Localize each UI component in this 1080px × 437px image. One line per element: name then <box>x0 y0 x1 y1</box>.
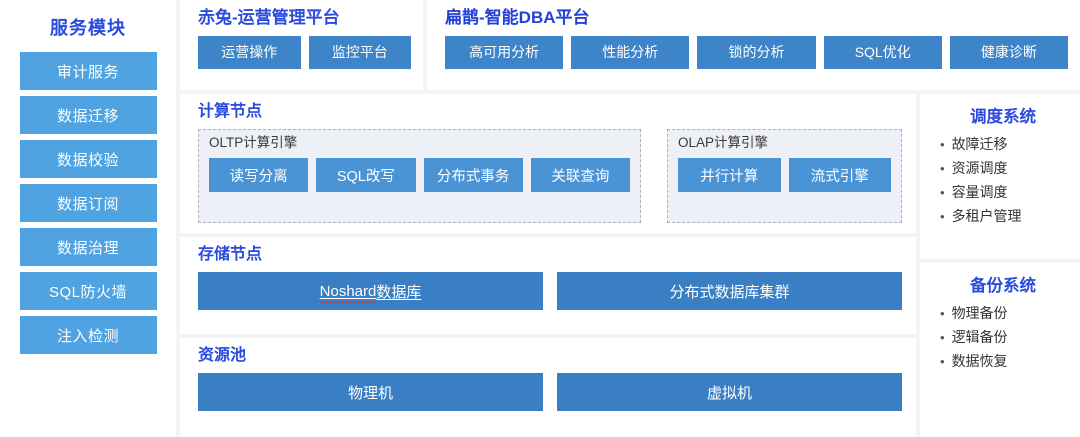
platform-row: 赤兔-运营管理平台 运营操作 监控平台 扁鹊-智能DBA平台 高可用分析 性能分… <box>180 0 1080 90</box>
list-item-label: 资源调度 <box>951 160 1008 177</box>
sidebar-item-data-subscription[interactable]: 数据订阅 <box>19 184 157 222</box>
bullet-icon: • <box>940 330 945 346</box>
list-item-label: 多租户管理 <box>951 208 1022 225</box>
list-item-label: 容量调度 <box>951 184 1008 201</box>
resource-pool-title: 资源池 <box>198 347 247 364</box>
bar-physical-machine[interactable]: 物理机 <box>198 373 543 412</box>
olap-engine-label: OLAP计算引擎 <box>678 135 769 151</box>
platform-panel-bianque: 扁鹊-智能DBA平台 高可用分析 性能分析 锁的分析 SQL优化 健康诊断 <box>427 0 1080 90</box>
sidebar-item-audit-service[interactable]: 审计服务 <box>19 52 157 90</box>
chip-read-write-splitting[interactable]: 读写分离 <box>209 158 309 193</box>
service-module-sidebar: 服务模块 审计服务 数据迁移 数据校验 数据订阅 数据治理 SQL防火墙 注入检… <box>0 0 176 437</box>
chip-sql-rewrite[interactable]: SQL改写 <box>316 158 416 193</box>
noshard-suffix: 数据库 <box>376 283 422 301</box>
list-item-label: 物理备份 <box>951 305 1008 322</box>
chip-lock-analysis[interactable]: 锁的分析 <box>697 35 816 69</box>
compute-node-section: 计算节点 OLTP计算引擎 读写分离 SQL改写 分布式事务 关联查询 <box>180 94 916 233</box>
list-item-data-recovery: • 数据恢复 <box>940 353 1070 369</box>
sidebar-item-injection-detection[interactable]: 注入检测 <box>19 316 157 354</box>
main-area: 赤兔-运营管理平台 运营操作 监控平台 扁鹊-智能DBA平台 高可用分析 性能分… <box>180 0 1080 437</box>
resource-pool-section: 资源池 物理机 虚拟机 <box>180 338 916 437</box>
platform-chip-row-bianque: 高可用分析 性能分析 锁的分析 SQL优化 健康诊断 <box>445 35 1069 69</box>
list-item-physical-backup: • 物理备份 <box>940 305 1070 321</box>
olap-engine-box: OLAP计算引擎 并行计算 流式引擎 <box>667 129 902 223</box>
bullet-icon: • <box>940 354 945 370</box>
storage-node-title: 存储节点 <box>198 246 263 263</box>
chip-health-diagnosis[interactable]: 健康诊断 <box>949 35 1069 69</box>
backup-system-list: • 物理备份 • 逻辑备份 • 数据恢复 <box>936 305 1070 369</box>
sidebar-item-data-governance[interactable]: 数据治理 <box>19 228 157 266</box>
backup-system-title: 备份系统 <box>970 277 1036 295</box>
platform-panel-chitu: 赤兔-运营管理平台 运营操作 监控平台 <box>180 0 423 90</box>
list-item-multi-tenant-management: • 多租户管理 <box>940 208 1070 224</box>
list-item-logical-backup: • 逻辑备份 <box>940 329 1070 345</box>
center-stack: 计算节点 OLTP计算引擎 读写分离 SQL改写 分布式事务 关联查询 <box>180 94 916 437</box>
bar-virtual-machine[interactable]: 虚拟机 <box>557 373 902 412</box>
chip-monitoring-platform[interactable]: 监控平台 <box>308 35 411 69</box>
platform-chip-row-chitu: 运营操作 监控平台 <box>198 35 411 69</box>
bullet-icon: • <box>940 161 945 177</box>
resource-bar-row: 物理机 虚拟机 <box>198 373 902 427</box>
list-item-label: 逻辑备份 <box>951 329 1008 346</box>
sidebar-item-sql-firewall[interactable]: SQL防火墙 <box>19 272 157 310</box>
list-item-label: 故障迁移 <box>951 136 1008 153</box>
oltp-engine-label: OLTP计算引擎 <box>209 135 298 151</box>
oltp-engine-box: OLTP计算引擎 读写分离 SQL改写 分布式事务 关联查询 <box>198 129 641 223</box>
chip-operation-ops[interactable]: 运营操作 <box>198 35 301 69</box>
bar-distributed-database-cluster[interactable]: 分布式数据库集群 <box>557 272 902 311</box>
oltp-engine-chips: 读写分离 SQL改写 分布式事务 关联查询 <box>209 158 630 212</box>
chip-performance-analysis[interactable]: 性能分析 <box>571 35 690 69</box>
chip-distributed-transaction[interactable]: 分布式事务 <box>423 158 523 193</box>
list-item-label: 数据恢复 <box>951 353 1008 370</box>
chip-parallel-computing[interactable]: 并行计算 <box>678 158 781 193</box>
list-item-resource-scheduling: • 资源调度 <box>940 160 1070 176</box>
chip-join-query[interactable]: 关联查询 <box>530 158 630 193</box>
scheduling-system-panel: 调度系统 • 故障迁移 • 资源调度 • 容量调度 • 多租户管理 <box>920 94 1080 259</box>
sidebar-title: 服务模块 <box>50 18 126 38</box>
bullet-icon: • <box>940 306 945 322</box>
noshard-spellcheck-word: Noshard <box>319 282 377 304</box>
chip-sql-optimization[interactable]: SQL优化 <box>823 35 942 69</box>
bullet-icon: • <box>940 137 945 153</box>
sidebar-item-data-verification[interactable]: 数据校验 <box>19 140 157 178</box>
sidebar-item-list: 审计服务 数据迁移 数据校验 数据订阅 数据治理 SQL防火墙 注入检测 <box>0 52 176 354</box>
list-item-fault-migration: • 故障迁移 <box>940 136 1070 152</box>
body-row: 计算节点 OLTP计算引擎 读写分离 SQL改写 分布式事务 关联查询 <box>180 94 1080 437</box>
sidebar-item-data-migration[interactable]: 数据迁移 <box>19 96 157 134</box>
right-column: 调度系统 • 故障迁移 • 资源调度 • 容量调度 • 多租户管理 备份系统 • 物理备份… <box>920 94 1080 437</box>
bullet-icon: • <box>940 209 945 225</box>
scheduling-system-list: • 故障迁移 • 资源调度 • 容量调度 • 多租户管理 <box>936 136 1070 224</box>
list-item-capacity-scheduling: • 容量调度 <box>940 184 1070 200</box>
olap-engine-chips: 并行计算 流式引擎 <box>678 158 891 212</box>
chip-ha-analysis[interactable]: 高可用分析 <box>445 35 564 69</box>
platform-title-bianque: 扁鹊-智能DBA平台 <box>445 8 590 27</box>
scheduling-system-title: 调度系统 <box>970 108 1036 126</box>
bullet-icon: • <box>940 185 945 201</box>
platform-title-chitu: 赤兔-运营管理平台 <box>198 8 340 27</box>
engine-row: OLTP计算引擎 读写分离 SQL改写 分布式事务 关联查询 OLAP计算引擎 <box>198 129 902 223</box>
backup-system-panel: 备份系统 • 物理备份 • 逻辑备份 • 数据恢复 <box>920 263 1080 437</box>
chip-streaming-engine[interactable]: 流式引擎 <box>788 158 891 193</box>
compute-node-title: 计算节点 <box>198 103 263 120</box>
